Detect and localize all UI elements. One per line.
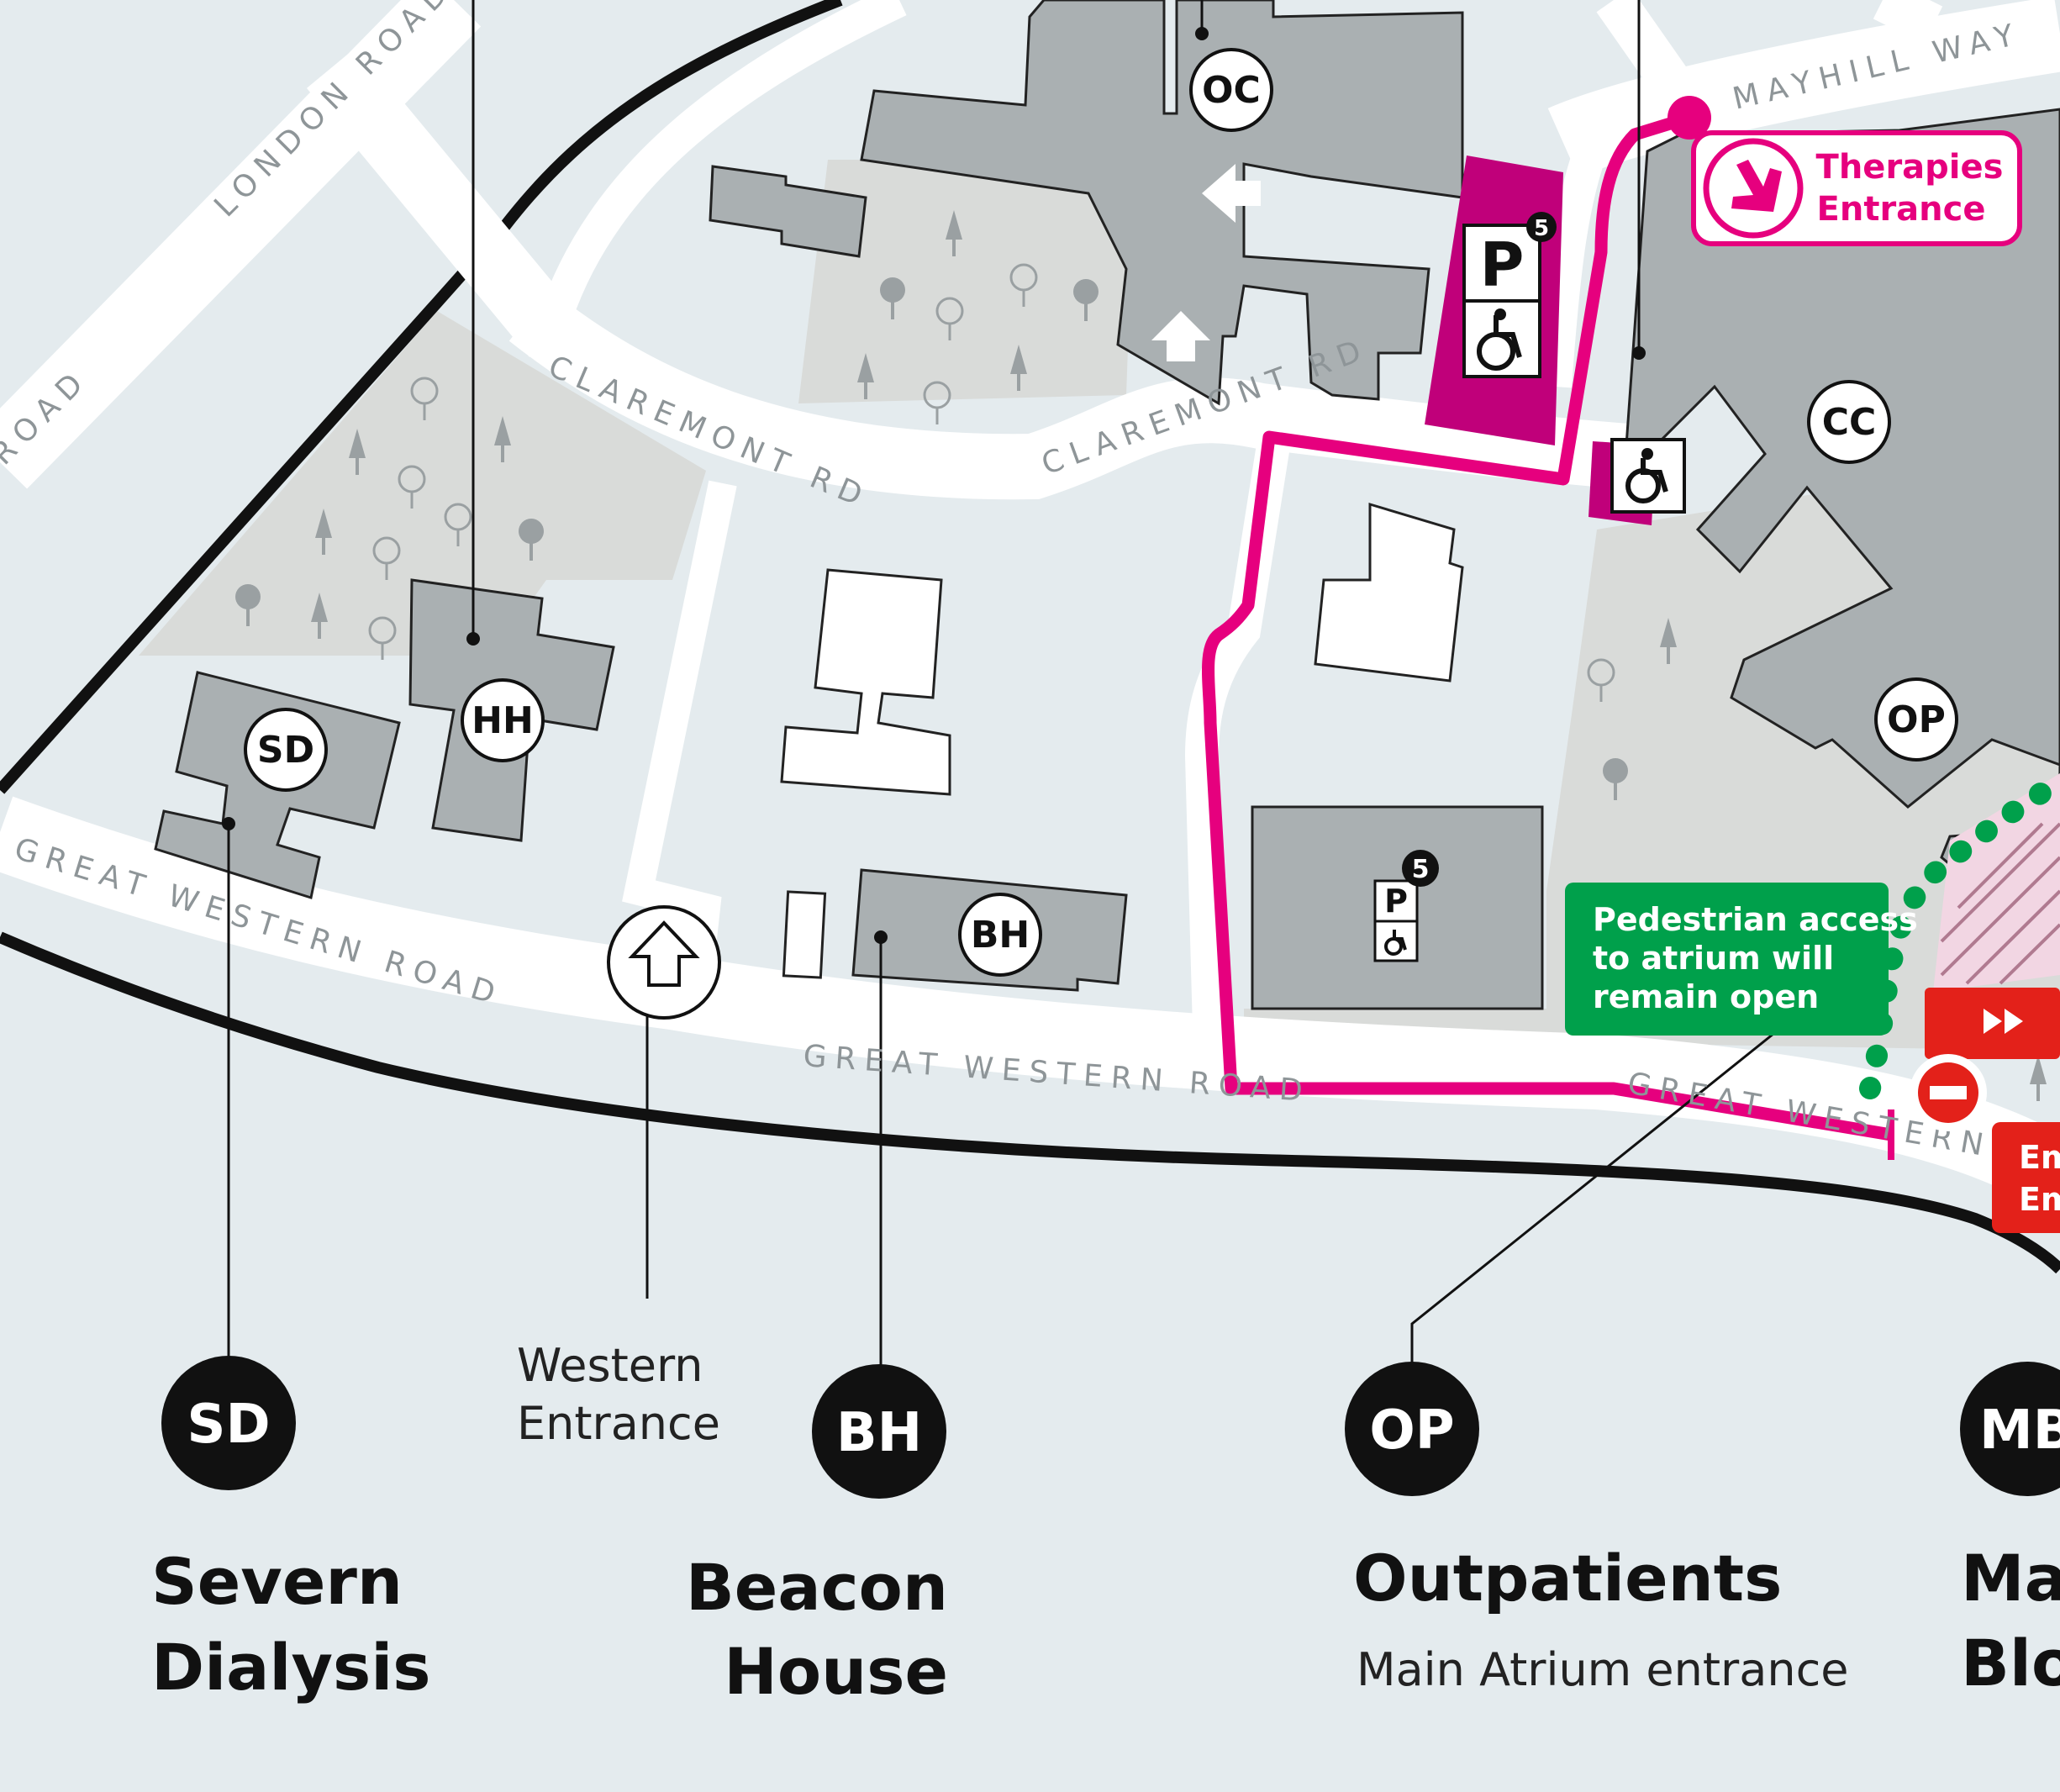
arrow-icon-western	[628, 920, 700, 987]
pedestrian-label-3: remain open	[1593, 978, 1819, 1015]
fast-forward-icon-2	[2005, 1009, 2023, 1034]
therapies-entrance-callout[interactable]: Therapies Entrance	[1691, 130, 2022, 246]
legend-mb-name-1: Ma	[1961, 1541, 2060, 1615]
park-area-north	[798, 160, 1135, 403]
legend-op-code: OP	[1369, 1399, 1454, 1462]
badge-sd[interactable]: SD	[244, 708, 328, 792]
fast-forward-icon-1	[1984, 1009, 2002, 1034]
wheelchair-icon	[1477, 315, 1522, 371]
arrow-icon-oc-left	[1202, 164, 1261, 223]
legend-bh-name-2: House	[724, 1634, 948, 1709]
badge-oc-label: OC	[1202, 69, 1261, 112]
legend-mb[interactable]: MB	[1960, 1362, 2060, 1496]
hatched-area	[1933, 773, 2060, 992]
legend-mb-code: MB	[1979, 1399, 2060, 1462]
pedestrian-label-2: to atrium will	[1593, 940, 1834, 977]
legend-op-name: Outpatients	[1353, 1541, 1782, 1615]
western-entrance-marker[interactable]	[607, 905, 721, 1020]
badge-bh[interactable]: BH	[958, 893, 1042, 977]
legend-sd-code: SD	[187, 1394, 270, 1456]
park-area-west	[139, 311, 706, 656]
western-entrance-label-2: Entrance	[517, 1397, 720, 1450]
parking-sign-top[interactable]: P 5	[1462, 212, 1557, 378]
white-buildings	[780, 502, 1464, 979]
therapies-label-1: Therapies	[1816, 148, 2004, 187]
badge-hh[interactable]: HH	[461, 678, 545, 762]
pedestrian-access-callout[interactable]: Pedestrian access to atrium will remain …	[1565, 883, 1918, 1036]
legend-bh-name-1: Beacon	[686, 1550, 948, 1625]
therapies-label-2: Entrance	[1817, 190, 1986, 229]
legend-bh-code: BH	[836, 1402, 922, 1464]
badge-oc[interactable]: OC	[1189, 48, 1273, 132]
hatching	[1940, 822, 2060, 985]
wheelchair-icon-small	[1625, 458, 1668, 503]
emergency-label-1: Em	[2019, 1139, 2060, 1176]
parking-icon: P	[1480, 229, 1525, 300]
parking-level-badge: 5	[1534, 216, 1549, 241]
site-boundary	[0, 0, 2060, 1274]
legend-sd-name-1: Severn	[151, 1544, 403, 1619]
route-start-marker	[1667, 96, 1711, 140]
tree-icons	[368, 263, 1615, 702]
legend-sd-name-2: Dialysis	[151, 1630, 431, 1705]
leader-dots	[222, 27, 1646, 944]
badge-op[interactable]: OP	[1874, 677, 1958, 762]
badge-cc[interactable]: CC	[1807, 380, 1891, 464]
parking-icon-lower: P	[1384, 883, 1408, 920]
no-entry-icon[interactable]	[1910, 1054, 1987, 1131]
legend-mb-name-2: Blo	[1961, 1626, 2060, 1700]
legend-sd[interactable]: SD	[161, 1356, 296, 1490]
parking-level-badge-lower: 5	[1412, 855, 1430, 884]
badge-op-label: OP	[1887, 698, 1946, 741]
wheelchair-icon-lower	[1384, 930, 1407, 956]
leader-lines	[227, 0, 1774, 1366]
route-path	[1202, 111, 1893, 1141]
parking-sign-lower[interactable]: P 5	[1373, 850, 1439, 962]
emergency-label-2: Em	[2019, 1181, 2060, 1218]
arrow-icon-oc-up	[1151, 311, 1210, 361]
accessible-sign-small[interactable]	[1610, 438, 1686, 514]
emergency-callout[interactable]: Em Em	[1992, 1122, 2060, 1233]
roads	[0, 0, 2060, 1210]
badge-sd-label: SD	[257, 729, 314, 772]
badge-cc-label: CC	[1822, 401, 1877, 444]
badge-bh-label: BH	[971, 914, 1030, 957]
legend-op-sub: Main Atrium entrance	[1357, 1643, 1848, 1696]
tree-solid-icons	[235, 210, 2047, 1101]
arrow-icon-therapies	[1731, 160, 1782, 212]
badge-hh-label: HH	[472, 699, 534, 742]
legend-op[interactable]: OP	[1345, 1362, 1479, 1496]
western-entrance-label-1: Western	[517, 1339, 703, 1392]
pedestrian-label-1: Pedestrian access	[1593, 901, 1918, 938]
legend-bh[interactable]: BH	[812, 1364, 946, 1499]
